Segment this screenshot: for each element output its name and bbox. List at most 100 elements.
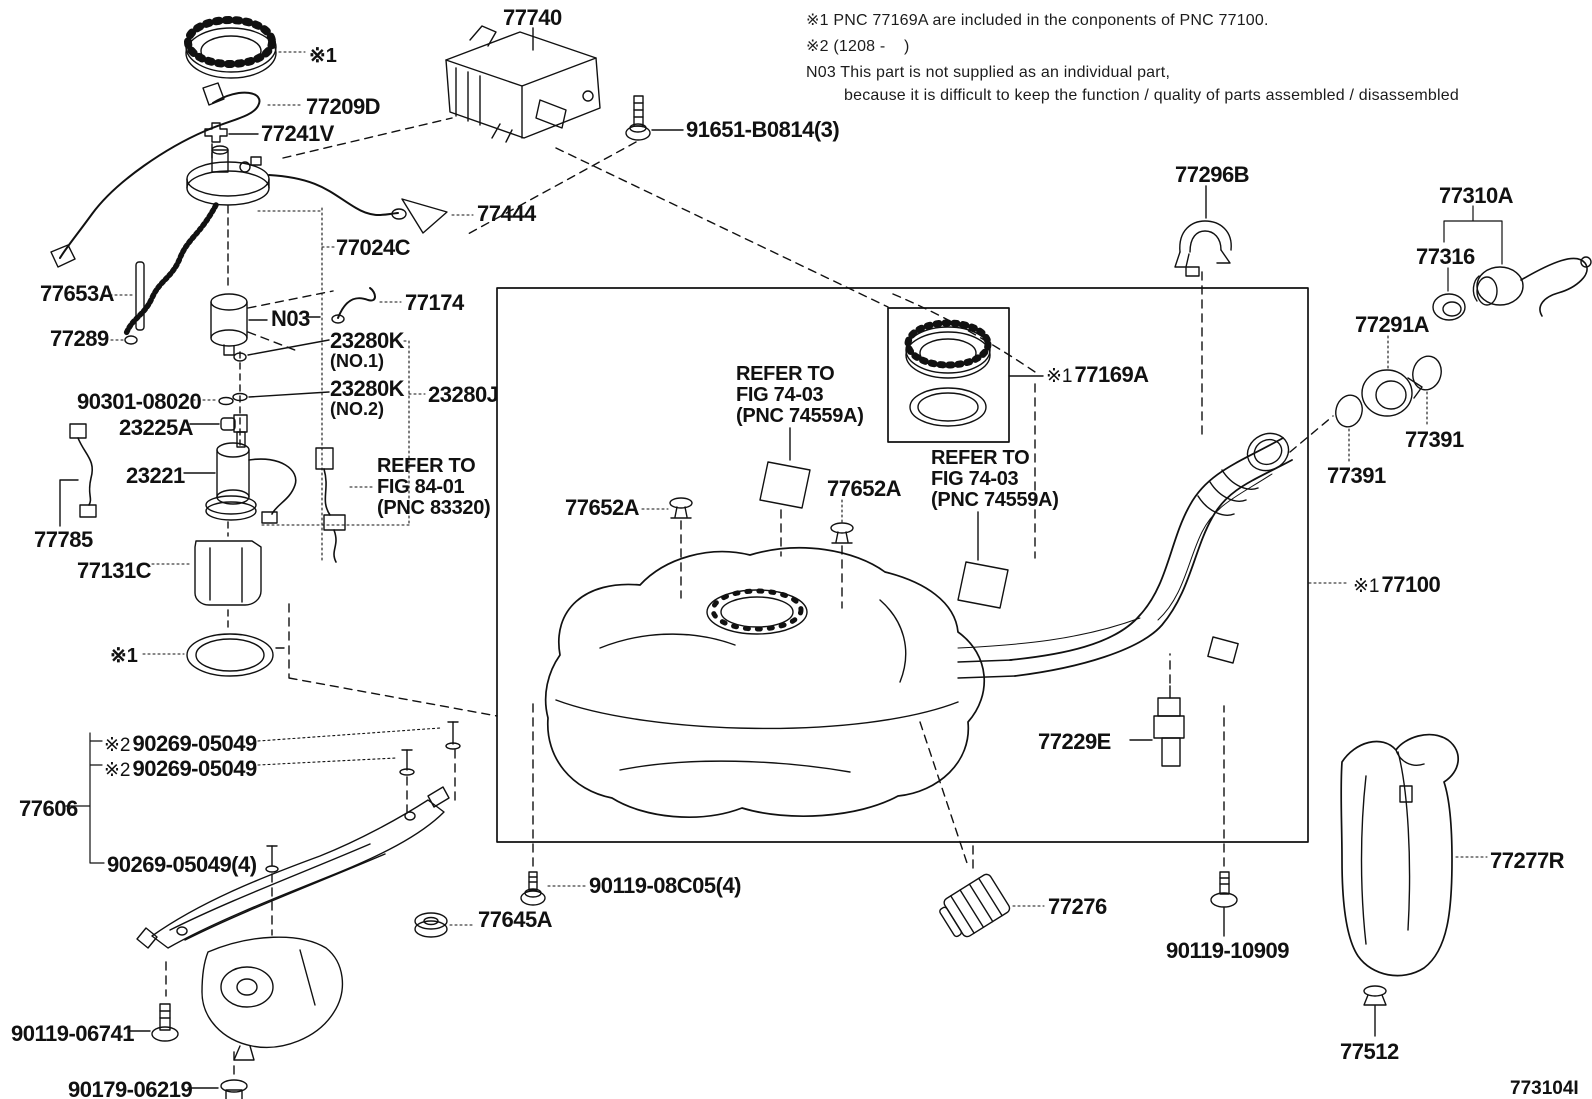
wire-77785-drawing	[59, 423, 97, 527]
refer-line: REFER TO	[377, 455, 476, 477]
part-number: 90269-05049	[132, 756, 258, 781]
refer-line: (PNC 74559A)	[931, 489, 1059, 511]
part-label-77131C: 77131C	[77, 558, 152, 583]
part-label-77785: 77785	[34, 527, 93, 552]
part-label-77645A: 77645A	[478, 907, 553, 932]
part-label-77024C: 77024C	[336, 235, 411, 260]
note-star1: ※1 PNC 77169A are included in the conpon…	[806, 12, 1269, 29]
part-label-90301-08020: 90301-08020	[77, 389, 202, 414]
lock-ring-77169A-drawing	[904, 319, 1044, 559]
oring-77391-left-drawing	[1289, 394, 1363, 462]
gauge-77653A-drawing	[109, 261, 145, 331]
star1-prefix: ※1	[1046, 366, 1073, 387]
filter-N03-drawing	[210, 290, 334, 356]
pin-77652A-left-drawing	[641, 497, 693, 599]
refer-line: FIG 74-03	[736, 384, 824, 406]
valve-23280-group-drawing	[232, 339, 426, 526]
pump-holder-77131C-drawing	[151, 540, 262, 606]
star2-prefix: ※2	[104, 760, 131, 781]
part-number-suffix: (NO.1)	[330, 351, 384, 372]
part-label-90119-08C05: 90119-08C05(4)	[589, 873, 742, 898]
bolt-90119-06741-drawing	[127, 1003, 179, 1042]
fuel-cap-77310A-drawing	[1443, 205, 1592, 317]
tank-band-77606-drawing	[65, 721, 461, 1079]
shield-77277R-drawing	[1340, 733, 1488, 977]
note-n03-line2: because it is difficult to keep the func…	[844, 87, 1459, 104]
note-star2: ※2 (1208 - )	[806, 38, 910, 55]
part-number: 23280K	[330, 328, 405, 353]
part-label-77444: 77444	[477, 201, 536, 226]
part-label-77391-right: 77391	[1405, 427, 1464, 452]
refer-line: (PNC 83320)	[377, 497, 491, 519]
part-label-90179-06219: 90179-06219	[68, 1077, 193, 1099]
note-n03-line1: N03 This part is not supplied as an indi…	[806, 64, 1171, 81]
part-label-77241V: 77241V	[261, 121, 334, 146]
part-label-77100: ※177100	[1353, 572, 1441, 598]
clamp-77296B-drawing	[1174, 185, 1232, 435]
refer-fig-84-01: REFER TO FIG 84-01 (PNC 83320)	[377, 455, 491, 519]
refer-fig-74-03-left: REFER TO FIG 74-03 (PNC 74559A)	[736, 364, 864, 427]
bolt-90119-08C05-drawing	[520, 697, 587, 906]
part-label-77174: 77174	[405, 290, 464, 315]
tank-detail-box	[496, 287, 1309, 843]
star2-prefix: ※2	[104, 735, 131, 756]
part-number: 90269-05049	[132, 731, 258, 756]
harness-fig84-drawing	[315, 447, 376, 563]
part-label-23221: 23221	[126, 463, 185, 488]
part-label-91651-B0814: 91651-B0814(3)	[686, 117, 840, 142]
projection-lines	[282, 117, 1039, 375]
part-label-77169A: ※177169A	[1046, 362, 1149, 388]
part-label-23225A: 23225A	[119, 415, 194, 440]
part-number-suffix: (NO.2)	[330, 399, 384, 420]
clamp-77276-drawing	[919, 721, 1045, 938]
part-label-77310A: 77310A	[1439, 183, 1514, 208]
part-label-77229E: 77229E	[1038, 729, 1111, 754]
part-label-77512: 77512	[1340, 1039, 1399, 1064]
lock-ring-drawing	[184, 16, 306, 79]
star1-prefix: ※1	[1353, 576, 1380, 597]
fuel-tank-drawing	[544, 547, 986, 818]
washer-90301-drawing	[192, 396, 234, 406]
part-label-90119-06741: 90119-06741	[11, 1021, 134, 1046]
part-number: 77169A	[1074, 362, 1150, 387]
part-label-23280J: 23280J	[428, 382, 499, 407]
clip-77289-drawing	[110, 335, 138, 345]
bolt-90119-10909-drawing	[1210, 705, 1238, 937]
part-label-77652A-right: 77652A	[827, 476, 902, 501]
diagram-code: 773104I	[1510, 1078, 1579, 1099]
refer-line: FIG 74-03	[931, 468, 1019, 490]
refer-line: REFER TO	[736, 363, 835, 385]
part-label-90269-row2: ※290269-05049	[104, 756, 257, 782]
subassembly-bracket-77024C	[257, 207, 335, 561]
refer-line: FIG 84-01	[377, 476, 465, 498]
part-label-90269-row1: ※290269-05049	[104, 731, 257, 757]
clip-77512-drawing	[1363, 985, 1387, 1037]
hose-77209D-drawing	[50, 82, 303, 268]
part-label-90269-05049-4: 90269-05049(4)	[107, 852, 257, 877]
filler-pipe-drawing	[957, 432, 1293, 679]
oring-77391-right-drawing	[1412, 355, 1442, 426]
part-label-star1-gasket: ※1	[110, 645, 138, 667]
refer-line: REFER TO	[931, 447, 1030, 469]
part-label-77653A: 77653A	[40, 281, 115, 306]
retainer-77291A-drawing	[1361, 335, 1423, 417]
part-label-77209D: 77209D	[306, 94, 381, 119]
hose-77174-drawing	[331, 287, 402, 324]
part-label-77606: 77606	[19, 796, 78, 821]
charcoal-canister-77740-drawing	[445, 25, 601, 143]
part-label-77740: 77740	[503, 5, 562, 30]
fuel-pump-plate-drawing	[123, 145, 270, 337]
part-label-23280K-no2: 23280K (NO.2)	[330, 376, 405, 420]
bracket-77229E-drawing	[1129, 653, 1185, 767]
clip-90179-06219-drawing	[187, 1079, 248, 1099]
part-number: 23280K	[330, 376, 405, 401]
sender-gauge-77444-drawing	[268, 174, 474, 234]
bolt-91651-drawing	[625, 95, 684, 141]
grommet-23225A-drawing	[189, 417, 236, 431]
gasket-star1-drawing	[142, 603, 498, 717]
gasket-77316-drawing	[1432, 267, 1466, 321]
nut-77645A-drawing	[414, 912, 476, 938]
pin-77652A-right-drawing	[830, 499, 854, 609]
